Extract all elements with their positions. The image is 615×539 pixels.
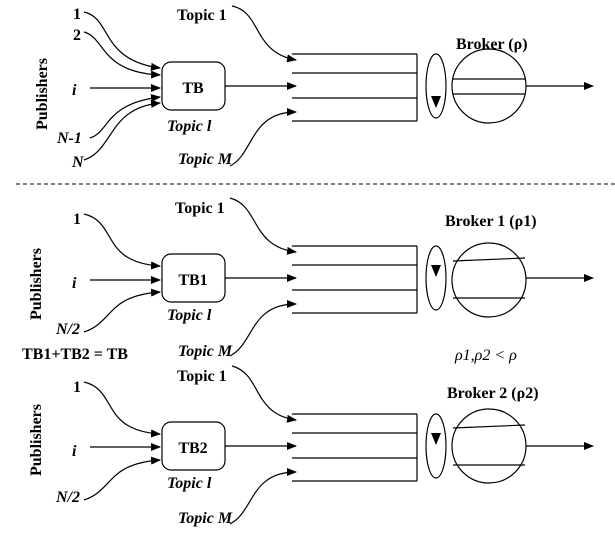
topic-1-arrow — [231, 5, 297, 63]
publisher-arrow — [83, 213, 161, 270]
scheduler-arrowhead — [431, 433, 441, 445]
topic-1-arrow — [229, 197, 297, 255]
broker-label: Broker 1 (ρ1) — [445, 213, 537, 230]
panel-single-broker: Publishers 1 2 i N-1 N TB Topic 1 Topic … — [34, 5, 594, 171]
broker-label: Broker (ρ) — [456, 36, 528, 53]
topic-m-label: Topic M — [178, 343, 233, 360]
topic-l-label: Topic l — [167, 475, 212, 492]
publisher-i-label: i — [72, 82, 77, 99]
topic-l-label: Topic l — [167, 307, 212, 324]
publishers-label: Publishers — [28, 248, 45, 320]
publisher-n-label: N — [71, 154, 85, 171]
publisher-arrow — [83, 99, 161, 161]
publisher-i-label: i — [72, 275, 77, 292]
rho-inequality: ρ1,ρ2 < ρ — [454, 347, 517, 364]
publisher-arrow — [83, 31, 161, 79]
topic-broker-label: TB2 — [178, 440, 207, 457]
topic-broker-label: TB1 — [178, 272, 207, 289]
scheduler-loop — [425, 53, 447, 119]
publisher-arrow — [83, 11, 161, 71]
topic-queues — [292, 245, 418, 314]
broker-server — [451, 242, 527, 318]
publisher-n-minus-1-label: N-1 — [56, 130, 82, 147]
topic-m-arrow — [229, 108, 297, 167]
publisher-arrow — [83, 288, 161, 333]
topic-1-label: Topic 1 — [175, 200, 225, 217]
publisher-n-half-label: N/2 — [55, 321, 80, 338]
scheduler-loop — [425, 245, 447, 311]
publishers-label: Publishers — [28, 404, 45, 476]
panel-broker-1: Publishers 1 i N/2 TB1 Topic 1 Topic l T… — [28, 197, 594, 360]
scheduler-arrowhead — [431, 96, 441, 108]
publisher-1-label: 1 — [73, 6, 81, 23]
topic-queues — [292, 413, 418, 482]
broker-label: Broker 2 (ρ2) — [447, 385, 539, 402]
publisher-arrow — [83, 456, 161, 501]
publisher-2-label: 2 — [73, 27, 81, 44]
publisher-1-label: 1 — [73, 379, 81, 396]
topic-1-label: Topic 1 — [177, 368, 227, 385]
scheduler-arrowhead — [431, 265, 441, 277]
publisher-arrow — [83, 381, 161, 438]
publisher-1-label: 1 — [73, 211, 81, 228]
publishers-label: Publishers — [34, 58, 51, 130]
publisher-i-label: i — [72, 443, 77, 460]
broker-server — [451, 408, 527, 484]
topic-m-arrow — [229, 468, 297, 525]
publisher-arrow — [89, 94, 161, 139]
scheduler-loop — [425, 413, 447, 479]
topic-l-label: Topic l — [167, 118, 212, 135]
topic-queues — [292, 53, 418, 122]
panel-broker-2: Publishers 1 i N/2 TB2 Topic 1 Topic l T… — [28, 365, 594, 527]
topic-m-arrow — [229, 300, 297, 357]
topic-1-label: Topic 1 — [177, 7, 227, 24]
topic-m-label: Topic M — [178, 151, 233, 168]
topic-broker-label: TB — [182, 80, 204, 97]
publisher-n-half-label: N/2 — [55, 489, 80, 506]
topic-m-label: Topic M — [178, 510, 233, 527]
topic-1-arrow — [231, 365, 297, 423]
broker-server — [451, 48, 527, 124]
tb-sum-equation: TB1+TB2 = TB — [22, 346, 128, 363]
